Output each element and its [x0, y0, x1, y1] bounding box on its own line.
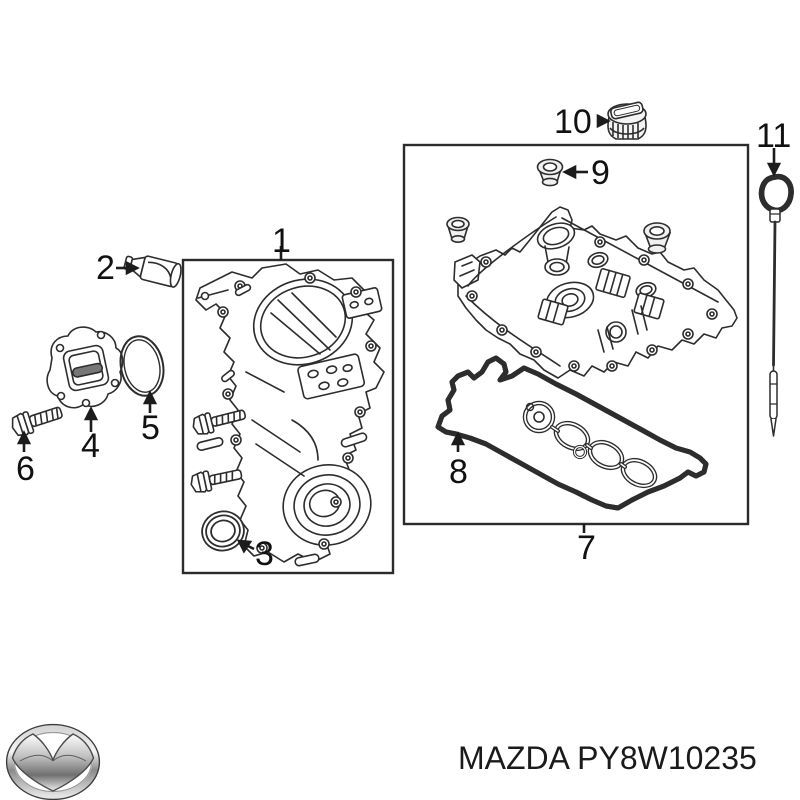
callout-arrows — [16, 113, 782, 554]
timing-cover-bolt-a — [192, 409, 247, 435]
timing-cover-bolt-b — [190, 469, 243, 493]
part-number-text: MAZDA PY8W10235 — [458, 740, 757, 776]
bolt-bosses — [217, 272, 377, 554]
callout-6: 6 — [16, 450, 35, 488]
callout-7: 7 — [577, 529, 596, 567]
pump-cover-drawing — [46, 326, 124, 409]
leader-ticks — [279, 246, 586, 533]
o-ring-drawing — [119, 335, 165, 397]
callout-5: 5 — [141, 409, 160, 447]
mazda-logo — [5, 723, 101, 800]
crankshaft-seal-drawing — [201, 510, 245, 552]
bolt-drawing — [11, 406, 63, 437]
callout-1: 1 — [272, 222, 291, 260]
timing-cover-drawing — [190, 263, 385, 567]
seal-grommet-left — [446, 216, 470, 244]
callout-9: 9 — [591, 154, 610, 192]
valve-cover-drawing — [453, 206, 738, 379]
callout-11: 11 — [756, 117, 792, 155]
valve-cover-gasket-drawing — [435, 355, 709, 511]
callout-3: 3 — [255, 535, 274, 573]
callout-4: 4 — [81, 427, 100, 465]
seal-grommet-right — [643, 222, 672, 254]
callout-10: 10 — [554, 103, 592, 141]
dowel-pins — [196, 283, 368, 567]
seal-grommet-9-drawing — [536, 158, 564, 187]
callout-8: 8 — [449, 453, 468, 491]
callout-2: 2 — [96, 249, 115, 287]
oil-filler-cap-drawing — [607, 101, 647, 140]
dipstick-drawing — [762, 177, 792, 437]
